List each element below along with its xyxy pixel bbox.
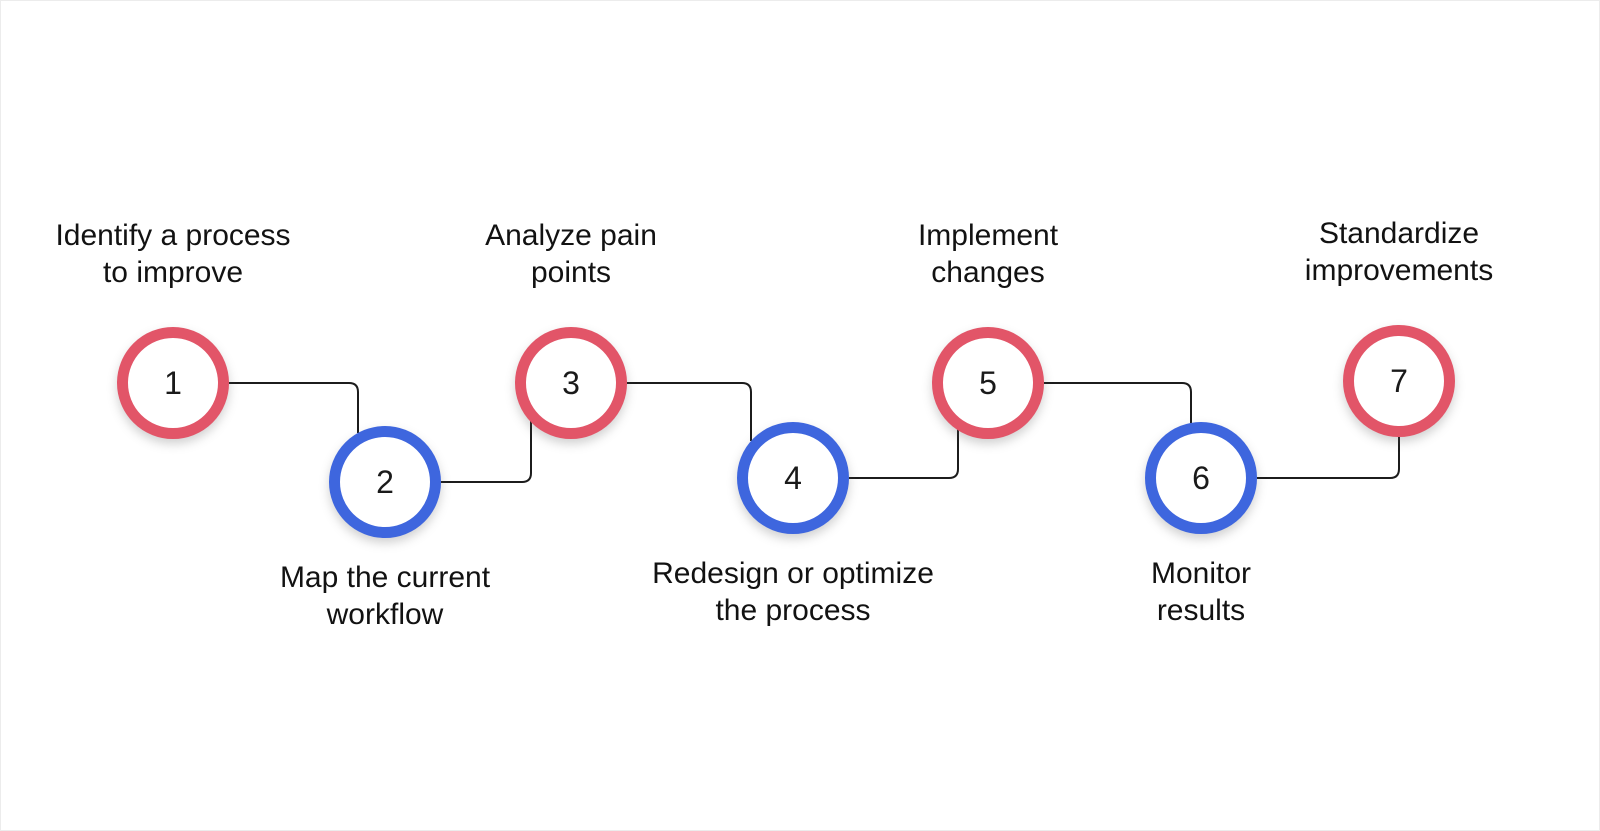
step-label-2: Map the current workflow <box>205 559 565 633</box>
step-circle-2: 2 <box>329 426 441 538</box>
step-number: 5 <box>979 365 997 401</box>
step-label-line: Map the current <box>279 561 491 594</box>
step-number: 6 <box>1192 460 1210 496</box>
step-label-6: Monitor results <box>1021 555 1381 629</box>
step-label-line: Implement <box>917 219 1059 252</box>
connector-3-to-4 <box>627 382 752 441</box>
step-circle-5: 5 <box>932 327 1044 439</box>
step-label-line: points <box>530 256 612 289</box>
step-circle-1: 1 <box>117 327 229 439</box>
step-label-line: improvements <box>1304 254 1494 287</box>
step-circle-3: 3 <box>515 327 627 439</box>
step-label-line: to improve <box>102 256 244 289</box>
connector-4-to-5 <box>849 429 959 479</box>
step-number: 3 <box>562 365 580 401</box>
step-label-line: workflow <box>326 598 444 631</box>
step-label-5: Implement changes <box>808 217 1168 291</box>
step-circle-4: 4 <box>737 422 849 534</box>
step-label-line: Standardize <box>1318 217 1480 250</box>
connector-6-to-7 <box>1257 437 1400 479</box>
step-label-line: results <box>1156 594 1246 627</box>
step-label-3: Analyze pain points <box>391 217 751 291</box>
step-label-line: Identify a process <box>55 219 291 252</box>
step-label-1: Identify a process to improve <box>1 217 353 291</box>
step-label-4: Redesign or optimize the process <box>613 555 973 629</box>
connector-1-to-2 <box>229 382 359 433</box>
step-label-line: Redesign or optimize <box>652 557 934 590</box>
connector-5-to-6 <box>1044 382 1192 423</box>
step-number: 2 <box>376 464 394 500</box>
step-circle-7: 7 <box>1343 325 1455 437</box>
step-number: 4 <box>784 460 802 496</box>
step-label-line: Monitor <box>1150 557 1252 590</box>
step-label-line: Analyze pain <box>485 219 657 252</box>
step-circle-6: 6 <box>1145 422 1257 534</box>
connector-2-to-3 <box>441 421 532 483</box>
step-number: 1 <box>164 365 182 401</box>
step-label-7: Standardize improvements <box>1219 215 1579 289</box>
step-number: 7 <box>1390 363 1408 399</box>
step-label-line: changes <box>931 256 1045 289</box>
step-label-line: the process <box>715 594 871 627</box>
